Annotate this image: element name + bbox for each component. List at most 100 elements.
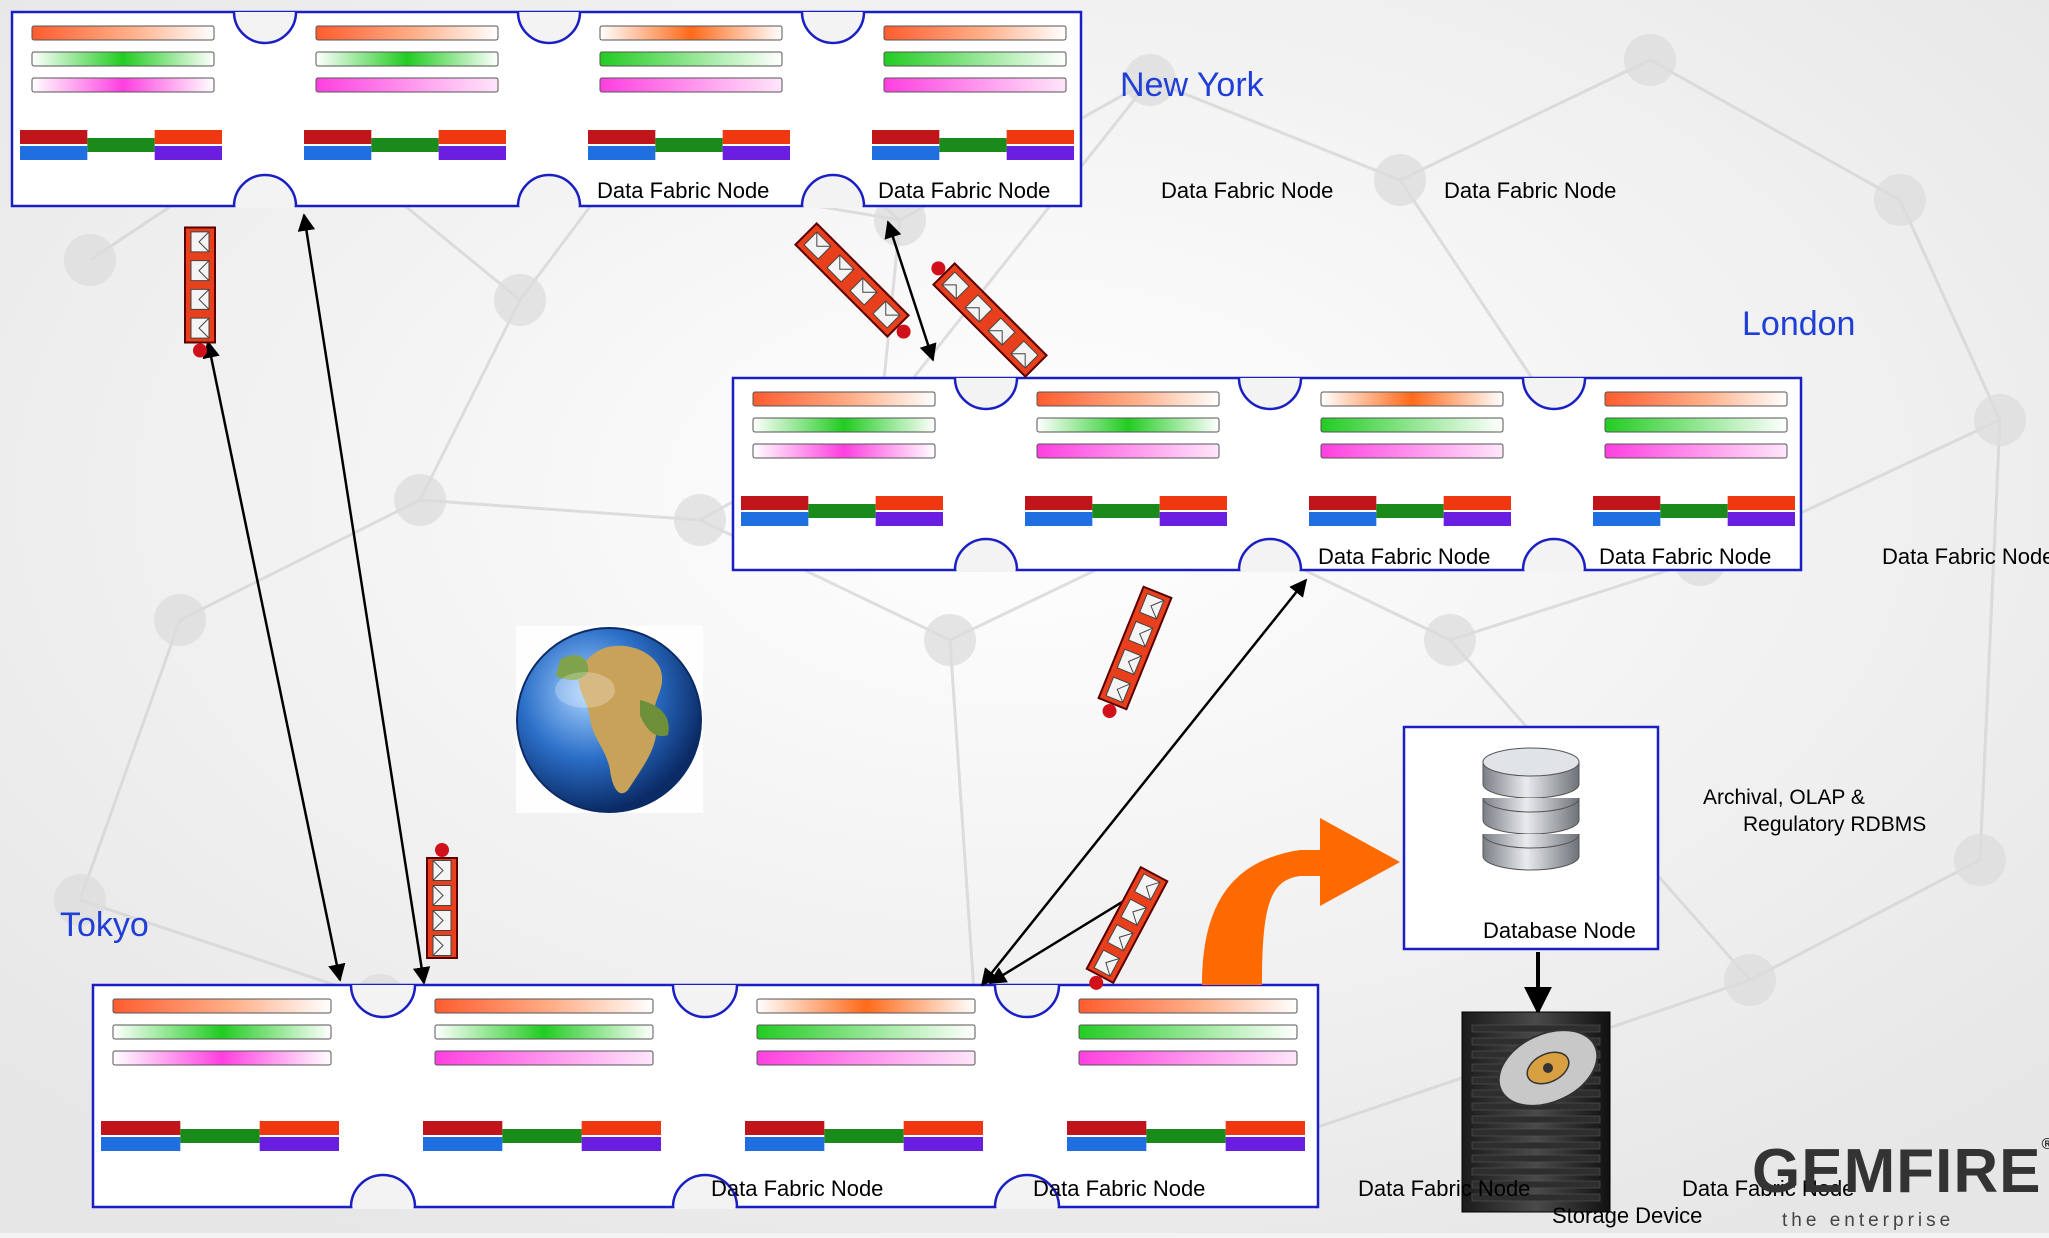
cache-region-bar (1604, 443, 1788, 459)
cache-region-bar (883, 25, 1067, 41)
node-label: Data Fabric Node (1358, 1176, 1531, 1201)
rack-slot (1471, 1024, 1601, 1033)
node-label: Data Fabric Node (1682, 1176, 1855, 1201)
cache-region-bar (434, 1024, 654, 1040)
rack-slot (1471, 1115, 1601, 1124)
network-node (64, 234, 116, 286)
rack-slot (1471, 1141, 1601, 1150)
node-gap (519, 205, 579, 208)
cache-region-bar (1320, 443, 1504, 459)
data-block (1376, 504, 1444, 518)
message-queue (426, 843, 458, 959)
rack-slot (1471, 1128, 1601, 1137)
network-link (1749, 858, 1981, 982)
data-block (1593, 512, 1661, 526)
data-block (745, 1121, 825, 1135)
data-block (502, 1129, 582, 1143)
envelope-flap (1150, 599, 1165, 620)
cache-region-bar (112, 1050, 332, 1066)
envelope-flap (1118, 932, 1134, 951)
cache-region-bar (599, 77, 783, 93)
network-link (1978, 419, 2002, 861)
network-link (1149, 78, 1401, 182)
envelope-flap (965, 307, 980, 322)
network-link (1449, 558, 1701, 642)
node-gap (1240, 569, 1300, 572)
network-link (1649, 58, 1901, 202)
envelope-icon (1120, 898, 1148, 927)
data-block (939, 138, 1007, 152)
network-node (1974, 394, 2026, 446)
cache-region-bar (1036, 391, 1220, 407)
gemfire-logo: GEMFIRE® (1752, 1136, 2049, 1207)
queue-head (931, 261, 946, 276)
storage-device-label: Storage Device (1552, 1203, 1703, 1228)
cache-region-bar (1604, 391, 1788, 407)
node-label: Data Fabric Node (878, 178, 1051, 203)
city-tokyo: Tokyo (60, 906, 149, 944)
network-node (924, 614, 976, 666)
cache-region-bar (752, 417, 936, 433)
network-node (154, 594, 206, 646)
cache-region-bar (1320, 417, 1504, 433)
globe-icon (516, 626, 703, 813)
data-block (1092, 504, 1160, 518)
data-block (722, 146, 790, 160)
envelope-icon (1010, 340, 1039, 369)
envelope-icon (1093, 949, 1121, 977)
cache-region-bar (752, 443, 936, 459)
envelope-flap (1127, 655, 1142, 675)
node-connector (516, 11, 582, 45)
message-queue (1097, 585, 1173, 719)
data-block (588, 146, 656, 160)
data-block (872, 146, 940, 160)
network-link (419, 498, 701, 522)
data-block (154, 146, 222, 160)
storage-device-icon (1461, 1011, 1611, 1213)
data-block (903, 1137, 983, 1151)
queue-head (435, 843, 449, 857)
cluster (10, 10, 1083, 208)
node-gap (352, 1206, 414, 1209)
cache-region-bar (315, 51, 499, 67)
data-block (875, 496, 943, 510)
network-link (1898, 199, 2002, 421)
data-block (1006, 146, 1074, 160)
envelope-flap (198, 260, 210, 281)
data-block (655, 138, 723, 152)
data-block (745, 1137, 825, 1151)
envelope-icon (1105, 676, 1131, 704)
node-connector (349, 1173, 417, 1208)
envelope-flap (816, 232, 831, 247)
rack-slot (1471, 1193, 1601, 1202)
network-node (394, 474, 446, 526)
node-connector (671, 984, 739, 1019)
node-connector (953, 377, 1019, 411)
data-block (1727, 496, 1795, 510)
cache-region-bar (1036, 417, 1220, 433)
node-connector (800, 11, 866, 45)
rack-slot (1471, 1167, 1601, 1176)
node-label: Data Fabric Node (1033, 1176, 1206, 1201)
network-link (418, 299, 522, 501)
network-node (1874, 174, 1926, 226)
data-block (875, 512, 943, 526)
cache-region-bar (883, 51, 1067, 67)
cache-region-bar (1320, 391, 1504, 407)
node-connector (349, 984, 417, 1019)
node-connector (993, 984, 1061, 1019)
data-block (741, 496, 809, 510)
cluster-frame (10, 10, 1083, 208)
cache-region-bar (31, 25, 215, 41)
network-link (878, 79, 1152, 421)
envelope-icon (941, 271, 970, 300)
envelope-flap (1145, 881, 1161, 901)
network-node (1724, 954, 1776, 1006)
cache-region-bar (752, 391, 936, 407)
node-connector (993, 1173, 1061, 1208)
network-node (1124, 54, 1176, 106)
node-gap (1524, 569, 1584, 572)
cache-region-bar (756, 1050, 976, 1066)
node-connector (1237, 537, 1303, 571)
data-block (1225, 1137, 1305, 1151)
